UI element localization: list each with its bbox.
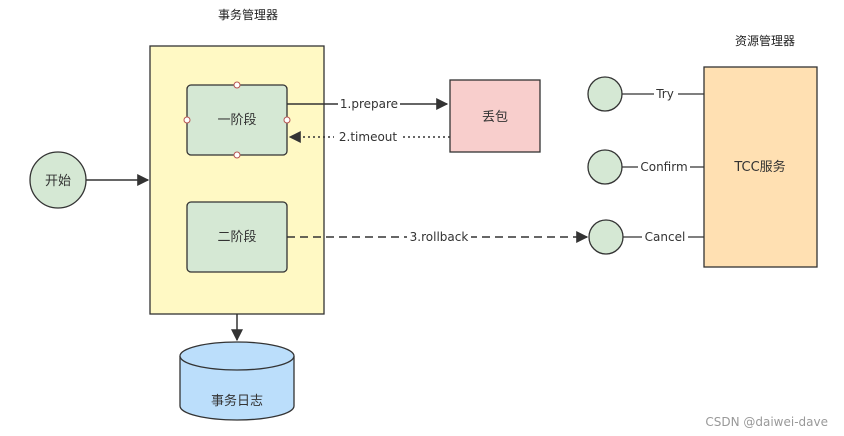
tcc-service-node[interactable] bbox=[703, 66, 818, 268]
rollback-label: 3.rollback bbox=[410, 230, 469, 244]
prepare-label-bg bbox=[338, 96, 400, 112]
timeout-label-bg bbox=[334, 129, 402, 145]
phase1-connection-point-bottom bbox=[233, 151, 241, 159]
cancel-interface-circle[interactable] bbox=[588, 219, 624, 255]
phase1-label: 一阶段 bbox=[217, 113, 256, 128]
transaction-log-label: 事务日志 bbox=[211, 393, 263, 409]
log-cylinder-body bbox=[179, 356, 295, 421]
cancel-label-bg bbox=[642, 229, 688, 245]
confirm-label-bg bbox=[638, 159, 690, 175]
phase1-connection-point-left bbox=[183, 116, 191, 124]
try-interface-circle[interactable] bbox=[587, 76, 623, 112]
rollback-label-bg bbox=[407, 229, 471, 245]
prepare-label: 1.prepare bbox=[340, 97, 398, 111]
transaction-manager-title: 事务管理器 bbox=[218, 7, 278, 22]
try-label-bg bbox=[654, 86, 678, 102]
tcc-service-label: TCC服务 bbox=[733, 159, 785, 175]
phase2-label: 二阶段 bbox=[217, 230, 256, 245]
phase1-connection-point-top bbox=[233, 81, 241, 89]
cancel-label: Cancel bbox=[645, 230, 686, 244]
lost-packet-node[interactable] bbox=[449, 79, 541, 153]
try-label: Try bbox=[655, 87, 674, 101]
start-label: 开始 bbox=[45, 174, 71, 189]
watermark: CSDN @daiwei-dave bbox=[705, 415, 828, 429]
confirm-interface-circle[interactable] bbox=[587, 149, 623, 185]
phase1-connection-point-right bbox=[283, 116, 291, 124]
transaction-log-node[interactable] bbox=[179, 341, 295, 421]
confirm-label: Confirm bbox=[640, 160, 687, 174]
timeout-label: 2.timeout bbox=[339, 130, 398, 144]
lost-packet-label: 丢包 bbox=[482, 110, 508, 125]
log-cylinder-top bbox=[179, 341, 295, 371]
resource-manager-title: 资源管理器 bbox=[735, 33, 795, 48]
